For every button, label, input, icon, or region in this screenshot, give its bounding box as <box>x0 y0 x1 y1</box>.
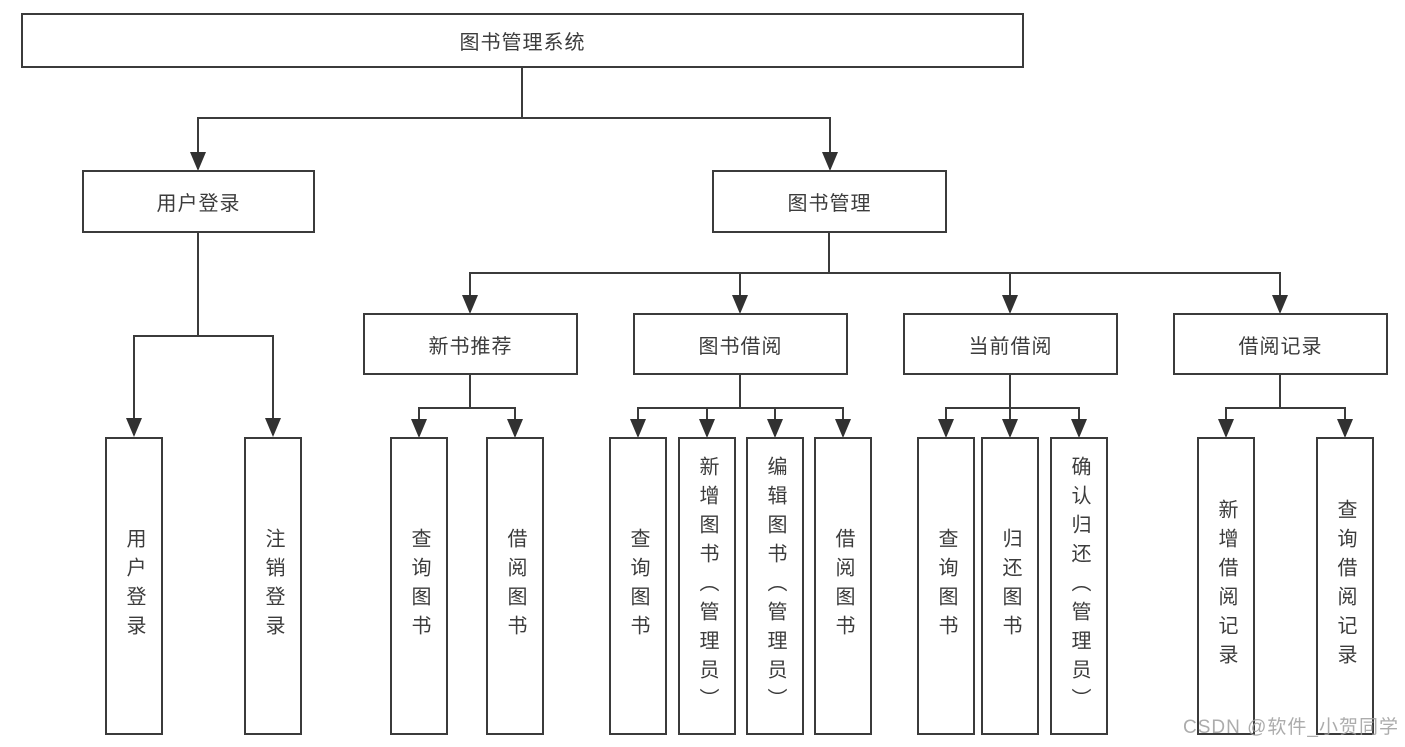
leaf-borrow-books: 借阅图书 <box>814 437 872 735</box>
leaf-query-books: 查询图书 <box>609 437 667 735</box>
arrow-down-icon <box>411 407 427 438</box>
arrow-down-icon <box>462 272 478 314</box>
connector-group-bar <box>1225 407 1346 409</box>
node-new-book-recommend: 新书推荐 <box>363 313 578 375</box>
connector-root-stem <box>521 68 523 117</box>
leaf-query-books: 查询图书 <box>917 437 975 735</box>
connector-root-bar <box>197 117 831 119</box>
connector-group-bar <box>418 407 516 409</box>
csdn-watermark: CSDN @软件_小贺同学 <box>1183 717 1399 738</box>
connector-group-stem <box>739 375 741 407</box>
leaf-logout: 注销登录 <box>244 437 302 735</box>
connector-group-stem <box>1279 375 1281 407</box>
connector-user-login-stem <box>197 233 199 335</box>
connector-group-bar <box>945 407 1080 409</box>
arrow-down-icon <box>1071 407 1087 438</box>
arrow-down-icon <box>822 117 838 171</box>
arrow-down-icon <box>1337 407 1353 438</box>
arrow-down-icon <box>1218 407 1234 438</box>
arrow-down-icon <box>732 272 748 314</box>
node-borrow-records: 借阅记录 <box>1173 313 1388 375</box>
arrow-down-icon <box>1272 272 1288 314</box>
leaf-return-books: 归还图书 <box>981 437 1039 735</box>
arrow-down-icon <box>190 117 206 171</box>
node-root: 图书管理系统 <box>21 13 1024 68</box>
connector-group-stem <box>1009 375 1011 407</box>
leaf-query-borrow-record: 查询借阅记录 <box>1316 437 1374 735</box>
arrow-down-icon <box>699 407 715 438</box>
node-book-borrow: 图书借阅 <box>633 313 848 375</box>
leaf-edit-books-admin: 编辑图书（管理员） <box>746 437 804 735</box>
arrow-down-icon <box>767 407 783 438</box>
arrow-down-icon <box>1002 272 1018 314</box>
leaf-query-books: 查询图书 <box>390 437 448 735</box>
arrow-down-icon <box>835 407 851 438</box>
leaf-user-login: 用户登录 <box>105 437 163 735</box>
arrow-down-icon <box>938 407 954 438</box>
connector-book-mgmt-stem <box>828 233 830 272</box>
node-current-borrow: 当前借阅 <box>903 313 1118 375</box>
leaf-add-borrow-record: 新增借阅记录 <box>1197 437 1255 735</box>
leaf-borrow-books: 借阅图书 <box>486 437 544 735</box>
node-user-login: 用户登录 <box>82 170 315 233</box>
connector-group-stem <box>469 375 471 407</box>
arrow-down-icon <box>507 407 523 438</box>
connector-book-mgmt-bar <box>469 272 1281 274</box>
connector-group-bar <box>637 407 844 409</box>
node-book-management: 图书管理 <box>712 170 947 233</box>
arrow-down-icon <box>265 335 281 437</box>
leaf-add-books-admin: 新增图书（管理员） <box>678 437 736 735</box>
arrow-down-icon <box>126 335 142 437</box>
arrow-down-icon <box>1002 407 1018 438</box>
leaf-confirm-return-admin: 确认归还（管理员） <box>1050 437 1108 735</box>
connector-user-login-bar <box>133 335 274 337</box>
arrow-down-icon <box>630 407 646 438</box>
